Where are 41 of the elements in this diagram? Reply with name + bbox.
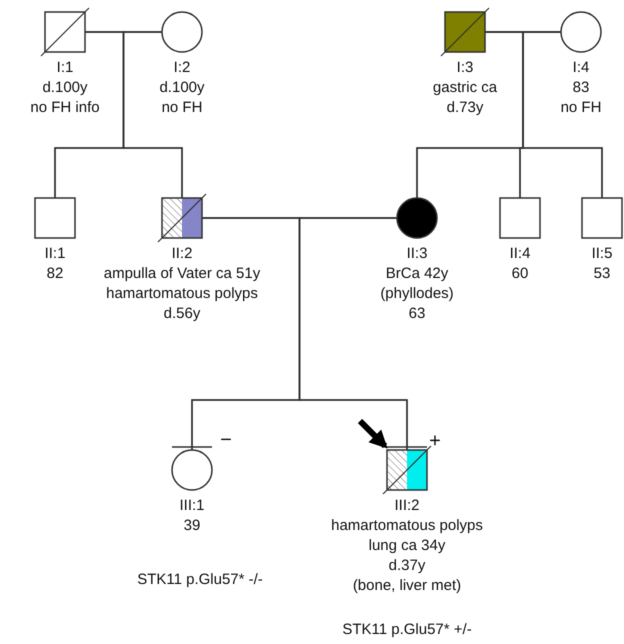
individual-note: 39 [184, 516, 200, 536]
descent-line [298, 217, 408, 450]
individual-note: d.100y [42, 78, 88, 98]
descent-line [122, 31, 183, 198]
individual-note: gastric ca [432, 78, 498, 98]
genotype-text: STK11 p.Glu57* +/- [342, 620, 472, 640]
individual-note: lung ca 34y [368, 536, 446, 556]
individual-note: d.73y [446, 98, 484, 118]
individual-note: 53 [594, 264, 610, 284]
individual-note: d.56y [164, 304, 200, 324]
individual-id: II:2 [172, 244, 192, 264]
individual-id: II:1 [44, 244, 66, 264]
individual-note: d.37y [388, 556, 426, 576]
individual-id: II:5 [592, 244, 612, 264]
test-result-sign: − [220, 430, 232, 450]
individual-id: II:3 [406, 244, 428, 264]
individual-note: hamartomatous polyps [106, 284, 258, 304]
individual-note: no FH info [30, 98, 100, 118]
individual-note: d.100y [159, 78, 205, 98]
individual-note: 83 [572, 78, 590, 98]
individual-id: III:2 [394, 496, 420, 516]
individual-note: hamartomatous polyps [331, 516, 483, 536]
individual-note: 82 [46, 264, 64, 284]
individual-id: III:1 [179, 496, 204, 516]
individual-note: no FH [162, 98, 202, 118]
individual-note: BrCa 42y [386, 264, 448, 284]
descent-line [522, 31, 603, 198]
individual-id: II:4 [510, 244, 530, 264]
individual-note: no FH [560, 98, 602, 118]
individual-note: 60 [512, 264, 528, 284]
proband-arrow [358, 418, 388, 449]
individual-id: I:4 [572, 58, 590, 78]
individual-note: 63 [408, 304, 426, 324]
individual-id: I:3 [456, 58, 474, 78]
test-result-sign: + [429, 431, 441, 451]
individual-note: (bone, liver met) [352, 576, 462, 596]
individual-note: ampulla of Vater ca 51y [104, 264, 260, 284]
individual-id: I:1 [56, 58, 74, 78]
individual-note: (phyllodes) [380, 284, 454, 304]
genotype-text: STK11 p.Glu57* -/- [137, 570, 263, 590]
individual-id: I:2 [174, 58, 190, 78]
